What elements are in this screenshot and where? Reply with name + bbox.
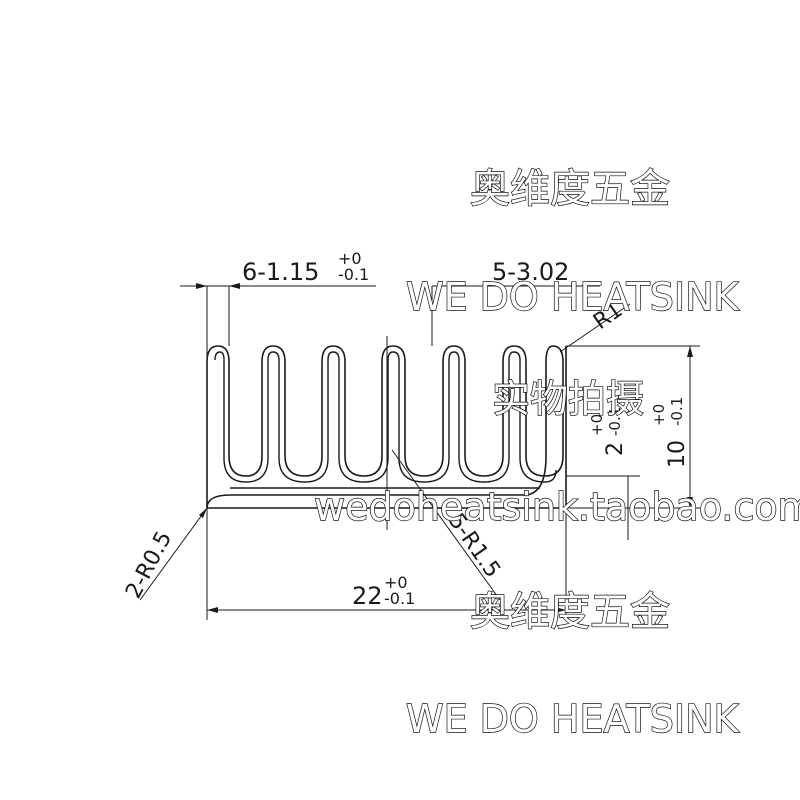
dim-total-height-base: 10 xyxy=(665,440,690,468)
leader-r05 xyxy=(139,507,208,601)
dim-inner-height-tol-upper: +0 xyxy=(588,414,606,436)
arrow-fin-thickness-left xyxy=(196,283,207,289)
arrow-width-left xyxy=(207,607,218,613)
watermark-brand-cn-top: 奥维度五金 xyxy=(470,166,670,212)
watermark-shop-url: wedoheatsink.taobao.com xyxy=(314,485,800,529)
dim-fin-thickness-tol-lower: -0.1 xyxy=(338,265,369,284)
dim-total-width-tol-upper: +0 xyxy=(384,573,408,592)
arrow-width-right xyxy=(555,607,566,613)
arrow-height-bottom xyxy=(687,497,693,508)
arrow-r05 xyxy=(199,508,207,518)
watermark-brand-en-top: WE DO HEATSINK xyxy=(406,275,740,319)
dim-pitch-text: 5-3.02 xyxy=(492,258,569,286)
leader-r15 xyxy=(391,449,501,601)
dim-total-height-tol-lower: -0.1 xyxy=(668,397,686,426)
dim-inner-height-tol-lower: -0.1 xyxy=(606,407,624,436)
watermark-photo-note: 实物拍摄 xyxy=(492,377,644,421)
dim-corner-radius-text: 2-R0.5 xyxy=(121,527,177,603)
dim-fin-thickness-tol-upper: +0 xyxy=(338,249,362,268)
dim-total-height-tol-upper: +0 xyxy=(650,404,668,426)
heatsink-profile-inner xyxy=(214,351,557,483)
dim-total-width-tol-lower: -0.1 xyxy=(384,589,415,608)
dim-fin-thickness-base: 6-1.15 xyxy=(242,258,319,286)
dim-inner-height-base: 2 xyxy=(603,442,628,456)
leader-r1 xyxy=(559,303,631,353)
dim-total-width-base: 22 xyxy=(352,582,383,610)
arrow-height-top xyxy=(687,346,693,357)
watermark-brand-en-bottom: WE DO HEATSINK xyxy=(406,697,740,741)
arrow-fin-thickness-right xyxy=(229,283,240,289)
watermark-brand-cn-bottom: 奥维度五金 xyxy=(470,589,670,635)
